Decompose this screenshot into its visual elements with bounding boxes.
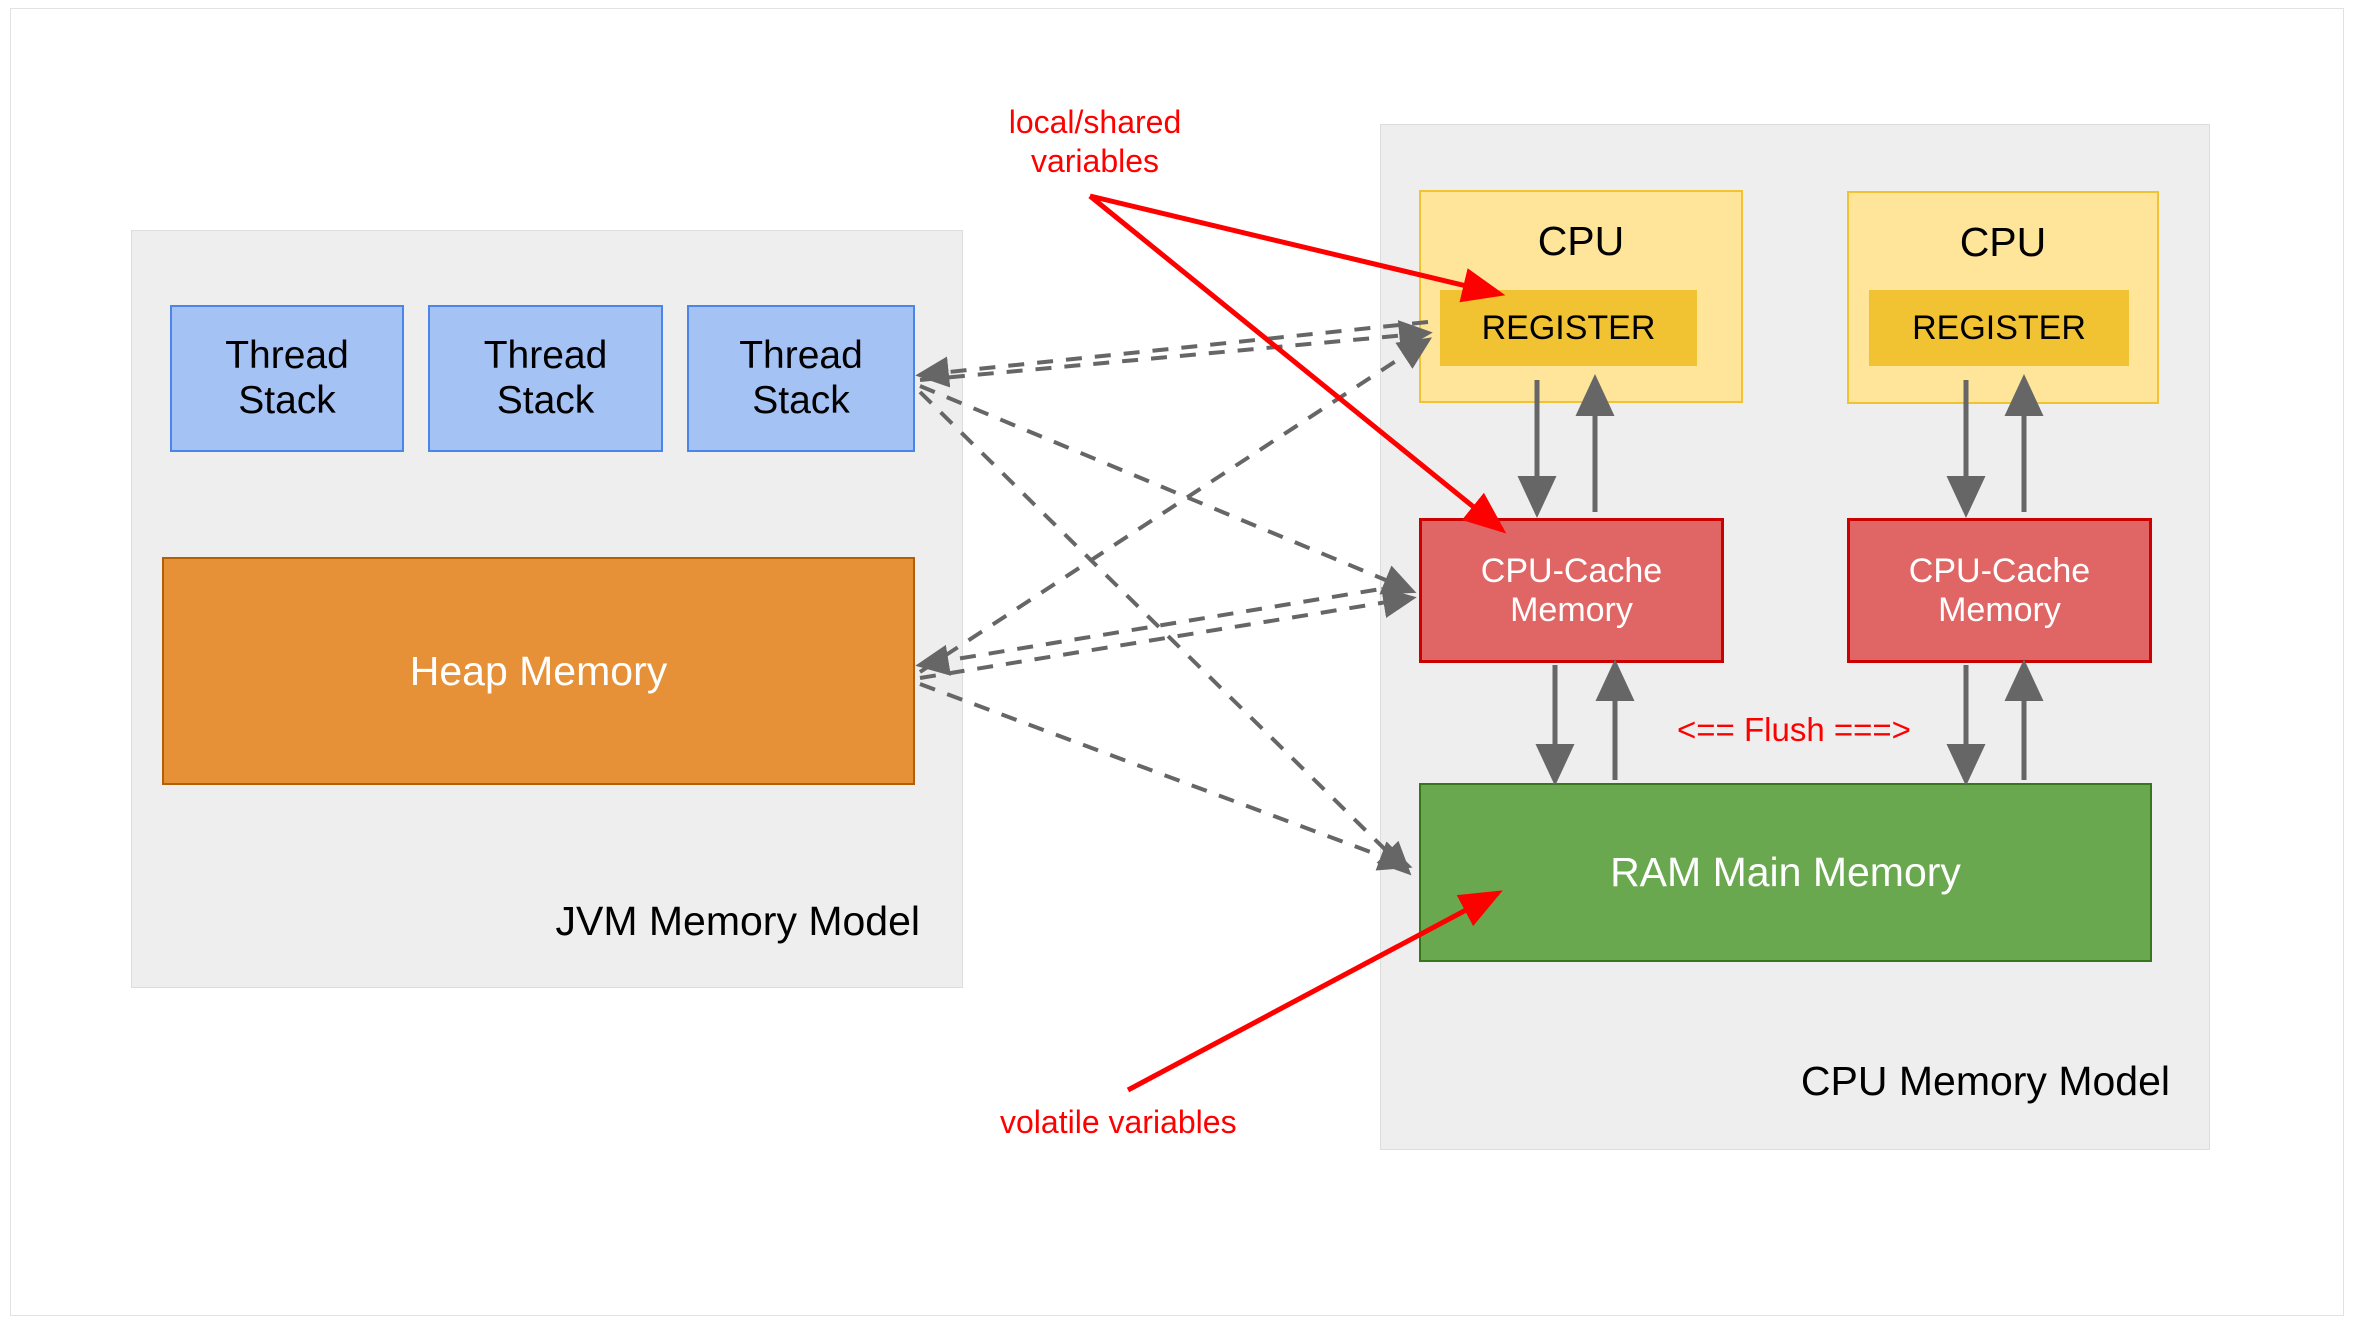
- register-box-1[interactable]: REGISTER: [1440, 290, 1697, 366]
- heap-memory-box[interactable]: Heap Memory: [162, 557, 915, 785]
- ram-main-memory-box[interactable]: RAM Main Memory: [1419, 783, 2152, 962]
- flush-label: <== Flush ===>: [1677, 711, 1911, 748]
- cpu-memory-model-title: CPU Memory Model: [1800, 1058, 2170, 1104]
- dashed-connectors: [915, 320, 1433, 876]
- register-box-2[interactable]: REGISTER: [1869, 290, 2129, 366]
- jvm-memory-model-title: JVM Memory Model: [555, 898, 920, 944]
- volatile-variables-label: volatile variables: [1000, 1104, 1237, 1140]
